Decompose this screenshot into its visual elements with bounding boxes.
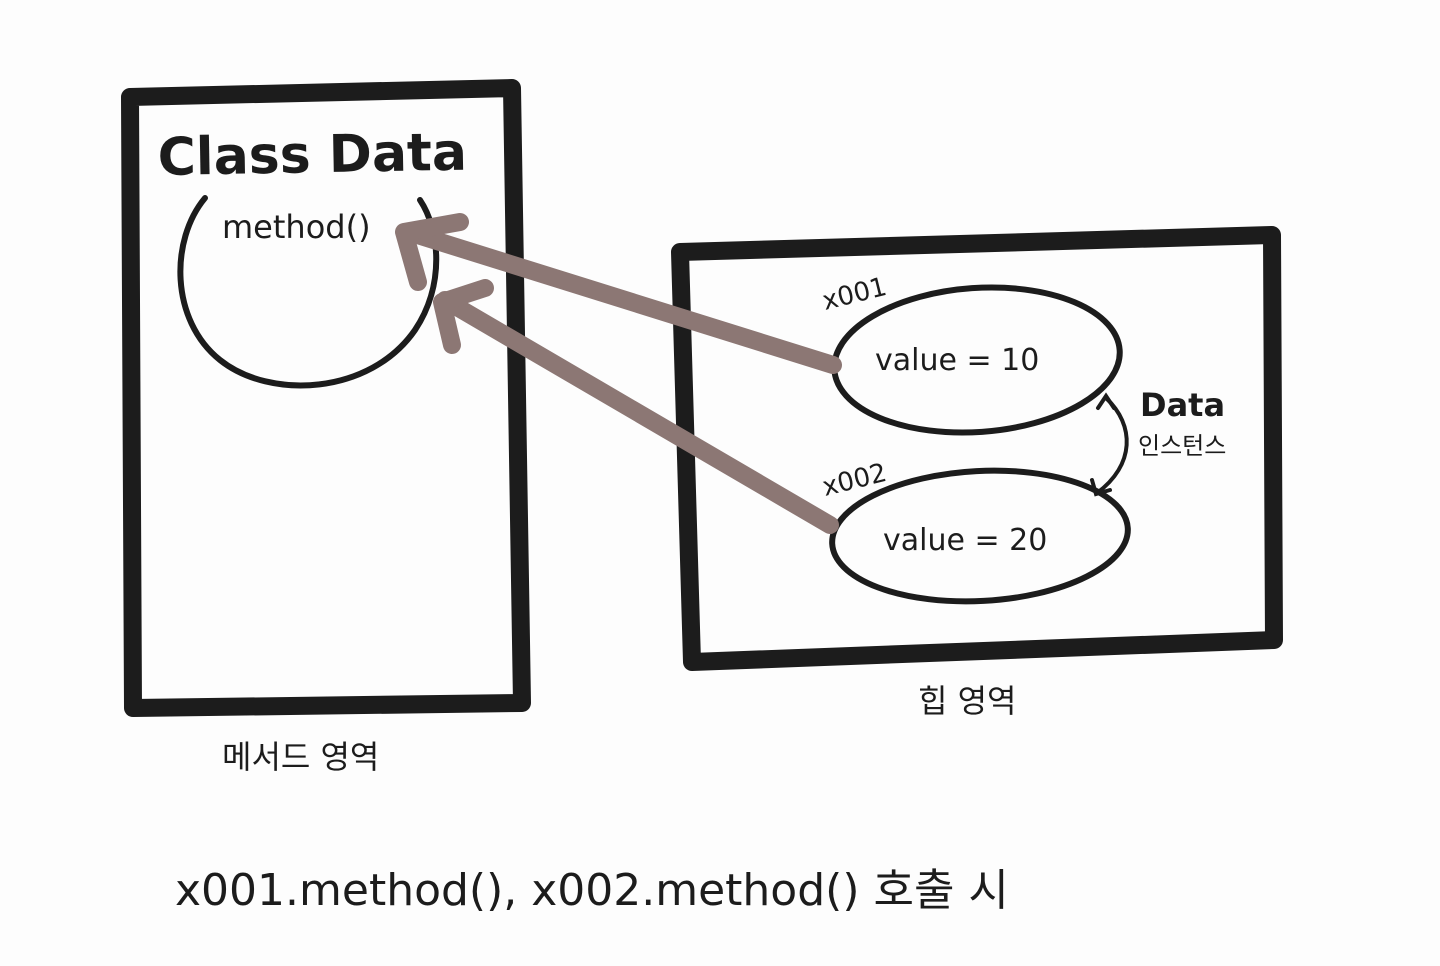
instance-bracket-arrowhead-top (1096, 392, 1116, 410)
instance-address-x002: x002 (819, 458, 889, 503)
reference-arrowhead-x002 (433, 279, 494, 354)
heap-area-caption: 힙 영역 (918, 682, 1017, 720)
reference-arrowhead-x001 (395, 213, 469, 291)
method-references (395, 213, 842, 534)
instance-bracket-arrowhead-bottom (1090, 478, 1112, 497)
instance-type-label: Data (1140, 386, 1225, 424)
reference-arrow-x002 (436, 291, 839, 534)
reference-arrow-x001 (399, 223, 842, 374)
instance-bracket (1095, 396, 1129, 495)
instance-value-x002: value = 20 (883, 523, 1047, 558)
heap-area-box (671, 226, 1283, 671)
class-data-title: Class Data (157, 123, 467, 188)
method-area-caption: 메서드 영역 (222, 738, 379, 776)
footer-caption: x001.method(), x002.method() 호출 시 (175, 865, 1009, 916)
instance-x002 (829, 467, 1131, 605)
instance-kind-label: 인스턴스 (1138, 432, 1226, 460)
method-area-box (121, 79, 531, 717)
instance-value-x001: value = 10 (875, 343, 1039, 378)
heap-area: x001 value = 10 x002 value = 20 Data 인스턴… (671, 226, 1283, 720)
method-label: method() (222, 208, 371, 246)
method-area: Class Data method() 메서드 영역 (121, 79, 531, 776)
class-data-circle (177, 195, 440, 389)
